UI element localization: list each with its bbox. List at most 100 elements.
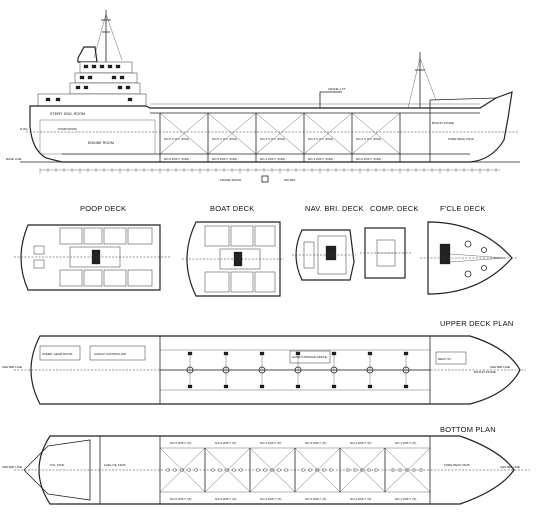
upper-deck-plan: CENTER LINE CENTER LINE STEER. GEAR ROOM… bbox=[2, 335, 526, 405]
lightening-hole bbox=[270, 468, 274, 472]
funnel bbox=[77, 46, 98, 63]
svg-text:NO.2 W.B.T. (S): NO.2 W.B.T. (S) bbox=[350, 497, 371, 501]
tank-diagonal bbox=[294, 447, 341, 493]
svg-text:NO.3 W.B.T. (P&S): NO.3 W.B.T. (P&S) bbox=[308, 157, 333, 161]
nav-bridge-deck-plan bbox=[292, 229, 356, 281]
tank-diagonal bbox=[249, 447, 296, 493]
svg-text:FRAME SPACE: FRAME SPACE bbox=[220, 178, 241, 182]
manhole-icon bbox=[187, 384, 193, 389]
deck-headers: POOP DECK BOAT DECK NAV. BRI. DECK COMP.… bbox=[80, 204, 486, 213]
bottom-plan: CENTER LINE CENTER LINE F.W. TANK FUEL O… bbox=[2, 435, 530, 505]
lightening-hole bbox=[232, 468, 236, 472]
lightening-hole bbox=[194, 468, 198, 472]
svg-text:NO.5 W.B.T. (S): NO.5 W.B.T. (S) bbox=[215, 497, 236, 501]
tank-diagonal bbox=[339, 447, 386, 493]
manhole-icon bbox=[331, 351, 337, 356]
manhole-icon bbox=[367, 384, 373, 389]
manhole-icon bbox=[187, 351, 193, 356]
svg-text:NO.5 C.O.T. (P&S): NO.5 C.O.T. (P&S) bbox=[212, 137, 237, 141]
svg-text:DECK ST.: DECK ST. bbox=[438, 357, 452, 361]
svg-text:FUEL OIL TANK: FUEL OIL TANK bbox=[104, 463, 126, 467]
lightening-hole bbox=[284, 468, 288, 472]
svg-text:NO.5 W.B.T. (P&S): NO.5 W.B.T. (P&S) bbox=[212, 157, 237, 161]
lightening-hole bbox=[322, 468, 326, 472]
manhole-icon bbox=[295, 384, 301, 389]
lightening-hole bbox=[187, 468, 191, 472]
lightening-hole bbox=[263, 468, 267, 472]
svg-text:NO.6 W.B.T. (S): NO.6 W.B.T. (S) bbox=[170, 497, 191, 501]
boat-deck-title: BOAT DECK bbox=[210, 204, 254, 213]
profile-view: STEER. ENG. ROOM ENGINE ROOM PUMP ROOM N… bbox=[6, 10, 520, 183]
svg-text:NO.3 W.B.T. (P): NO.3 W.B.T. (P) bbox=[305, 441, 326, 445]
manhole-icon bbox=[223, 351, 229, 356]
svg-text:FORE PEAK TANK: FORE PEAK TANK bbox=[444, 463, 470, 467]
lightening-hole bbox=[360, 468, 364, 472]
tank-diagonal bbox=[384, 447, 431, 493]
svg-text:D.W.L.: D.W.L. bbox=[20, 127, 29, 131]
svg-text:NO.2 W.B.T. (P&S): NO.2 W.B.T. (P&S) bbox=[356, 157, 381, 161]
lightening-hole bbox=[225, 468, 229, 472]
svg-text:CARGO CONTROL RM: CARGO CONTROL RM bbox=[94, 352, 126, 356]
svg-text:NO.5 W.B.T. (P): NO.5 W.B.T. (P) bbox=[215, 441, 236, 445]
lightening-hole bbox=[367, 468, 371, 472]
svg-text:CENTER LINE: CENTER LINE bbox=[2, 465, 22, 469]
engine-room-label: ENGINE ROOM bbox=[88, 141, 114, 145]
steer-room-label: STEER. ENG. ROOM bbox=[50, 112, 85, 116]
svg-text:NO.6 C.O.T. (P&S): NO.6 C.O.T. (P&S) bbox=[164, 137, 189, 141]
lightening-hole bbox=[353, 468, 357, 472]
svg-text:NO.4 C.O.T. (P&S): NO.4 C.O.T. (P&S) bbox=[260, 137, 285, 141]
svg-text:NO.6 W.B.T. (P): NO.6 W.B.T. (P) bbox=[170, 441, 191, 445]
deck-valves bbox=[160, 351, 430, 389]
svg-text:600 MM: 600 MM bbox=[284, 178, 295, 182]
lightening-hole bbox=[308, 468, 312, 472]
tank-diagonal bbox=[159, 447, 206, 493]
svg-text:NO.3 W.B.T. (S): NO.3 W.B.T. (S) bbox=[305, 497, 326, 501]
lightening-hole bbox=[239, 468, 243, 472]
svg-text:NO.6 W.B.T. (P&S): NO.6 W.B.T. (P&S) bbox=[164, 157, 189, 161]
lightening-hole bbox=[180, 468, 184, 472]
lightening-hole bbox=[346, 468, 350, 472]
lightening-hole bbox=[374, 468, 378, 472]
manhole-icon bbox=[295, 351, 301, 356]
svg-text:FORE PEAK TANK: FORE PEAK TANK bbox=[448, 137, 474, 141]
svg-text:BASE LINE: BASE LINE bbox=[6, 157, 22, 161]
svg-text:NO.2 W.B.T. (P): NO.2 W.B.T. (P) bbox=[350, 441, 371, 445]
crane bbox=[319, 91, 342, 108]
pump-room-label: PUMP ROOM bbox=[58, 127, 77, 131]
svg-text:NO.2 C.O.T. (P&S): NO.2 C.O.T. (P&S) bbox=[356, 137, 381, 141]
svg-text:NO.4 W.B.T. (P&S): NO.4 W.B.T. (P&S) bbox=[260, 157, 285, 161]
poop-deck-title: POOP DECK bbox=[80, 204, 126, 213]
lightening-hole bbox=[256, 468, 260, 472]
lightening-hole bbox=[315, 468, 319, 472]
lightening-hole bbox=[218, 468, 222, 472]
compass-deck-plan bbox=[360, 227, 412, 279]
svg-text:NO.1 W.B.T. (P): NO.1 W.B.T. (P) bbox=[395, 441, 416, 445]
lightening-hole bbox=[398, 468, 402, 472]
valve-icon bbox=[402, 366, 410, 374]
manhole-icon bbox=[223, 384, 229, 389]
valve-icon bbox=[186, 366, 194, 374]
poop-deck-plan bbox=[14, 224, 170, 291]
manhole-icon bbox=[403, 384, 409, 389]
valve-icon bbox=[258, 366, 266, 374]
forecastle-deck-title: F'CLE DECK bbox=[440, 204, 486, 213]
lightening-hole bbox=[329, 468, 333, 472]
lightening-hole bbox=[301, 468, 305, 472]
lightening-hole bbox=[173, 468, 177, 472]
svg-text:HOSE STORAGE SPACE: HOSE STORAGE SPACE bbox=[292, 355, 327, 359]
upper-deck-plan-title: UPPER DECK PLAN bbox=[440, 319, 513, 328]
valve-icon bbox=[330, 366, 338, 374]
tank-diagonal bbox=[204, 447, 251, 493]
svg-text:NO.4 W.B.T. (P): NO.4 W.B.T. (P) bbox=[260, 441, 281, 445]
lightening-hole bbox=[419, 468, 423, 472]
forecastle-deck-plan bbox=[420, 221, 518, 295]
manhole-icon bbox=[259, 384, 265, 389]
frame-scale bbox=[39, 168, 500, 174]
lightening-hole bbox=[166, 468, 170, 472]
svg-text:BOSUN STORE: BOSUN STORE bbox=[432, 121, 454, 125]
svg-text:NO.1 W.B.T. (S): NO.1 W.B.T. (S) bbox=[395, 497, 416, 501]
valve-icon bbox=[222, 366, 230, 374]
svg-text:CRANE 1 KT: CRANE 1 KT bbox=[328, 87, 346, 91]
svg-text:F.W. TANK: F.W. TANK bbox=[50, 463, 64, 467]
